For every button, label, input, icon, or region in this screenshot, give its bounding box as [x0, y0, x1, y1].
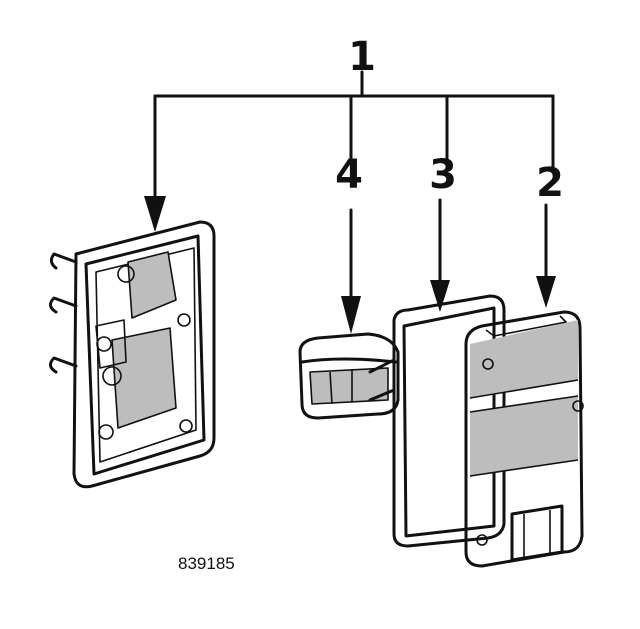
arrowhead-bulb-socket — [341, 296, 361, 334]
arrowhead-housing — [144, 196, 166, 232]
arrowhead-lens — [536, 276, 556, 308]
lamp-housing-illustration — [49, 220, 216, 489]
callout-3-gasket: 3 — [429, 152, 457, 198]
gasket-illustration — [368, 294, 506, 548]
figure-number: 839185 — [178, 554, 235, 573]
callout-1-assembly: 1 — [348, 34, 376, 80]
lens-illustration — [464, 310, 584, 568]
callout-4-bulb-socket: 4 — [335, 152, 363, 198]
leader-lines — [153, 70, 555, 302]
arrowhead-gasket — [430, 280, 450, 312]
callout-2-lens: 2 — [536, 160, 564, 206]
leader-arrowheads — [144, 196, 556, 334]
bulb-socket-illustration — [298, 332, 400, 420]
